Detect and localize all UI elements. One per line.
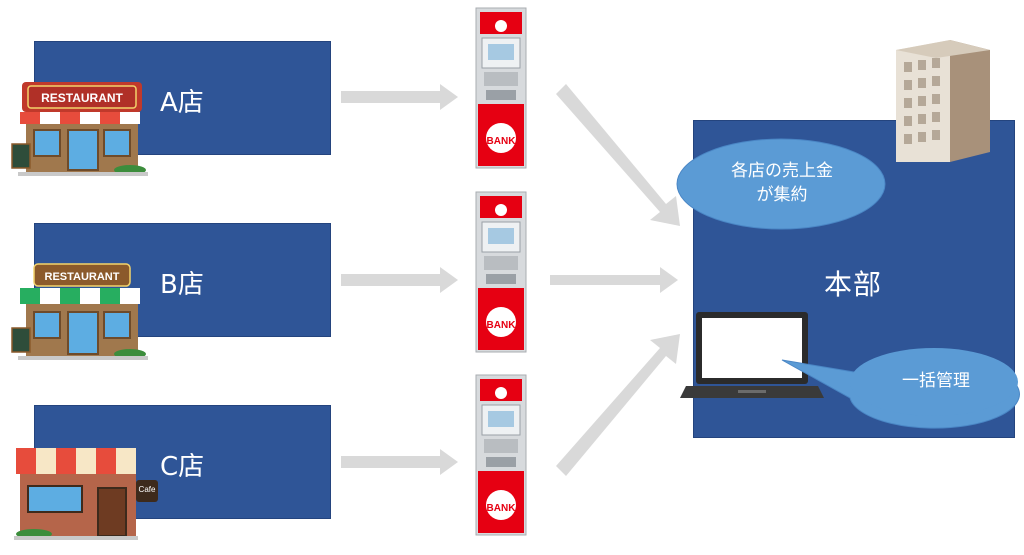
svg-text:RESTAURANT: RESTAURANT bbox=[45, 271, 120, 283]
arrow-atm1-to-hq bbox=[556, 84, 680, 226]
arrow-atm2-to-hq bbox=[550, 267, 678, 293]
atm-icon: BANK bbox=[475, 374, 527, 536]
svg-text:BANK: BANK bbox=[487, 136, 517, 147]
store-a-label: A店 bbox=[160, 88, 204, 118]
svg-text:RESTAURANT: RESTAURANT bbox=[41, 91, 123, 105]
svg-text:Cafe: Cafe bbox=[139, 485, 156, 494]
cafe-icon: Cafe bbox=[14, 448, 158, 540]
restaurant-icon: RESTAURANT bbox=[11, 82, 148, 176]
hq-label: 本部 bbox=[824, 268, 883, 301]
store-c-label: C店 bbox=[160, 452, 205, 482]
office-building-icon bbox=[896, 40, 990, 162]
callout-bubble-top bbox=[676, 138, 886, 230]
callout-top-line2: が集約 bbox=[756, 185, 808, 205]
callout-bubble-bottom bbox=[781, 348, 1020, 429]
callout-top-line1: 各店の売上金 bbox=[731, 161, 833, 181]
callout-bottom-text: 一括管理 bbox=[902, 371, 970, 391]
arrow-c-to-atm bbox=[341, 449, 458, 475]
atm-icon: BANK bbox=[475, 191, 527, 353]
laptop-icon bbox=[680, 312, 824, 398]
store-b-label: B店 bbox=[160, 270, 204, 300]
svg-text:BANK: BANK bbox=[487, 503, 517, 514]
arrow-atm3-to-hq bbox=[556, 334, 680, 476]
arrow-b-to-atm bbox=[341, 267, 458, 293]
restaurant-icon: RESTAURANT bbox=[11, 263, 148, 360]
svg-text:BANK: BANK bbox=[487, 320, 517, 331]
arrow-a-to-atm bbox=[341, 84, 458, 110]
atm-icon: BANK bbox=[475, 7, 527, 169]
